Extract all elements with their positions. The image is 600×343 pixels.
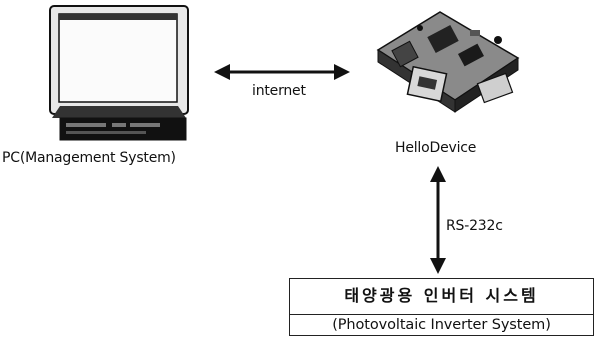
device-label: HelloDevice xyxy=(395,140,477,156)
internet-link-arrow xyxy=(214,64,350,80)
internet-link-label: internet xyxy=(252,83,306,99)
rs232c-link-arrow xyxy=(430,166,446,274)
inverter-korean-label: 태양광용 인버터 시스템 xyxy=(344,286,539,305)
inverter-system-box: 태양광용 인버터 시스템 (Photovoltaic Inverter Syst… xyxy=(289,278,594,336)
pc-label: PC(Management System) xyxy=(2,150,176,166)
rs232c-link-label: RS-232c xyxy=(446,218,503,234)
desktop-computer-icon xyxy=(49,5,189,141)
embedded-board-icon xyxy=(376,11,520,113)
inverter-english-label: (Photovoltaic Inverter System) xyxy=(290,314,593,333)
